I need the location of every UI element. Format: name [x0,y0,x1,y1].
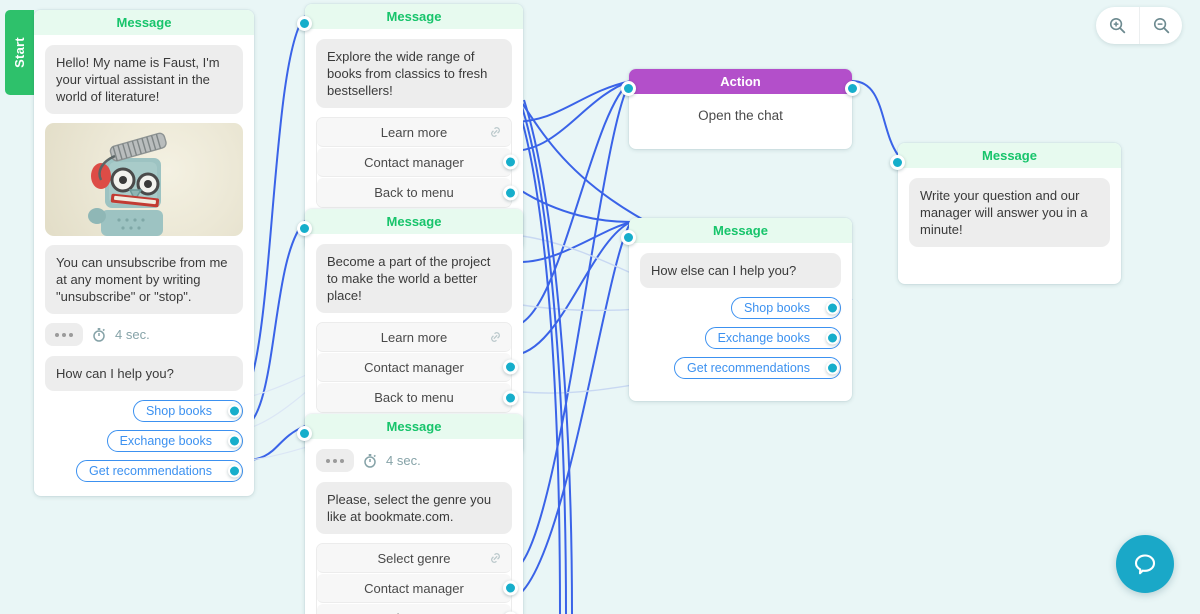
card-header-message: Message [34,10,254,35]
output-port-dot[interactable] [228,434,241,448]
quick-reply-get-recommendations[interactable]: Get recommendations [76,460,243,482]
stopwatch-icon [93,328,105,342]
quick-reply-label: Shop books [743,301,810,315]
zoom-in-icon [1109,17,1126,34]
input-port-dot[interactable] [297,426,312,441]
button-label: Back to menu [374,185,454,200]
delay-row: 4 sec. [316,449,512,472]
button-label: Back to menu [374,611,454,614]
question-bubble: How can I help you? [45,356,243,391]
card-manager[interactable]: Message Write your question and our mana… [890,143,1121,284]
card-welcome[interactable]: Message Hello! My name is Faust, I'm you… [34,10,254,496]
chat-bubble-icon [1134,554,1156,575]
card-button-back-to-menu[interactable]: Back to menu [317,604,518,614]
start-tab-label: Start [12,37,27,68]
chat-support-button[interactable] [1116,535,1174,593]
card-button-contact-manager[interactable]: Contact manager [317,574,518,603]
output-port-dot[interactable] [228,404,241,418]
input-port-dot[interactable] [890,155,905,170]
output-port-dot[interactable] [503,580,518,596]
question-bubble: How else can I help you? [640,253,841,288]
button-label: Contact manager [364,154,464,170]
card-button-learn-more[interactable]: Learn more [317,323,511,352]
quick-reply-label: Get recommendations [687,361,810,375]
button-label: Contact manager [364,359,464,375]
message-bubble-unsubscribe: You can unsubscribe from me at any momen… [45,245,243,314]
card-genre[interactable]: Message 4 sec. Please, select the genre … [297,414,523,614]
message-bubble: Become a part of the project to make the… [316,244,512,313]
card-header-message: Message [629,218,852,243]
robot-photo [45,123,243,236]
quick-reply-shop-books[interactable]: Shop books [730,297,841,319]
quick-reply-shop-books[interactable]: Shop books [132,400,243,422]
output-port-dot[interactable] [503,185,518,200]
button-list: Select genre Contact manager Back to men… [316,543,518,614]
card-header-message: Message [305,209,523,234]
action-body-text: Open the chat [698,108,783,123]
stopwatch-icon [364,454,376,468]
quick-reply-label: Exchange books [717,331,810,345]
quick-reply-exchange-books[interactable]: Exchange books [704,327,841,349]
card-button-select-genre[interactable]: Select genre [317,544,511,573]
zoom-controls[interactable] [1096,7,1182,44]
button-label: Contact manager [364,580,464,596]
link-icon [491,553,500,563]
zoom-in-button[interactable] [1096,7,1139,44]
output-port-dot[interactable] [503,154,518,170]
button-list: Learn more Contact manager Back to menu [316,322,518,413]
typing-indicator-icon [316,449,354,472]
output-port-dot[interactable] [826,331,839,345]
input-port-dot[interactable] [621,81,636,96]
card-header-message: Message [305,4,523,29]
output-port-dot[interactable] [845,81,860,96]
input-port-dot[interactable] [297,221,312,236]
output-port-dot[interactable] [228,464,241,478]
input-port-dot[interactable] [297,16,312,31]
delay-row: 4 sec. [45,323,243,346]
button-label: Select genre [377,550,451,566]
card-header-action: Action [629,69,852,94]
zoom-out-button[interactable] [1139,7,1182,44]
button-label: Back to menu [374,390,454,405]
message-bubble: Hello! My name is Faust, I'm your virtua… [45,45,243,114]
card-button-contact-manager[interactable]: Contact manager [317,353,518,382]
card-button-back-to-menu[interactable]: Back to menu [317,178,518,207]
card-action[interactable]: Action Open the chat [621,69,860,149]
delay-text: 4 sec. [115,327,150,342]
robot-illustration [88,132,167,236]
card-how-else[interactable]: Message How else can I help you? Shop bo… [621,218,852,401]
card-button-back-to-menu[interactable]: Back to menu [317,383,518,412]
output-port-dot[interactable] [826,361,839,375]
message-bubble: Please, select the genre you like at boo… [316,482,512,534]
message-bubble: Explore the wide range of books from cla… [316,39,512,108]
button-label: Learn more [380,124,448,140]
card-button-contact-manager[interactable]: Contact manager [317,148,518,177]
output-port-dot[interactable] [503,390,518,405]
quick-reply-label: Get recommendations [89,464,212,478]
quick-replies: Shop books Exchange books Get recommenda… [45,400,243,482]
link-icon [491,127,500,137]
card-header-message: Message [898,143,1121,168]
output-port-dot[interactable] [826,301,839,315]
quick-reply-label: Exchange books [119,434,212,448]
quick-reply-label: Shop books [145,404,212,418]
zoom-out-icon [1153,17,1169,34]
button-list: Learn more Contact manager Back to menu [316,117,518,208]
quick-replies: Shop books Exchange books Get recommenda… [640,297,841,379]
quick-reply-get-recommendations[interactable]: Get recommendations [674,357,841,379]
output-port-dot[interactable] [503,359,518,375]
link-icon [491,332,500,342]
input-port-dot[interactable] [621,230,636,245]
quick-reply-exchange-books[interactable]: Exchange books [106,430,243,452]
start-tab: Start [5,10,34,95]
delay-text: 4 sec. [386,453,421,468]
button-label: Learn more [380,329,448,345]
message-bubble: Write your question and our manager will… [909,178,1110,247]
card-button-learn-more[interactable]: Learn more [317,118,511,147]
card-header-message: Message [305,414,523,439]
typing-indicator-icon [45,323,83,346]
